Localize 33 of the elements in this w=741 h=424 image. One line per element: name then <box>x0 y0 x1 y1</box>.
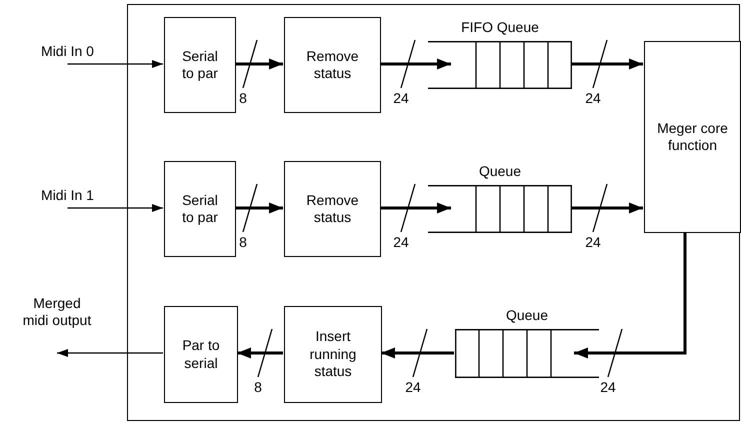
block-label: Meger core function <box>656 120 729 154</box>
bus-width-label: 24 <box>405 380 421 394</box>
process-box <box>164 161 236 257</box>
queue-label: FIFO Queue <box>461 19 539 35</box>
signal-label: Merged midi output <box>22 294 92 330</box>
queue-label: Queue <box>478 163 522 179</box>
process-box <box>644 41 741 233</box>
block-label: Serial to par <box>181 48 219 82</box>
queue-drawing <box>428 163 572 233</box>
queue-drawing <box>428 19 572 89</box>
block-label: Insert running status <box>308 328 358 381</box>
bus-width-label: 8 <box>254 380 262 394</box>
bus-width-label: 8 <box>239 235 247 249</box>
bus-width-label: 24 <box>393 91 409 105</box>
signal-label: Midi In 0 <box>41 43 94 61</box>
bus-width-label: 8 <box>239 91 247 105</box>
bus-width-label: 24 <box>585 91 601 105</box>
process-box <box>164 306 238 403</box>
block-label: Serial to par <box>181 192 219 226</box>
queue-drawing <box>455 307 599 378</box>
signal-label: Midi In 1 <box>41 187 94 205</box>
block-label: Par to serial <box>181 337 221 372</box>
process-box <box>284 306 382 403</box>
block-label: Remove status <box>305 48 360 82</box>
system-boundary-box <box>127 4 740 421</box>
bus-width-label: 24 <box>585 235 601 249</box>
process-box <box>284 17 381 113</box>
bus-width-label: 24 <box>393 235 409 249</box>
queue-label: Queue <box>506 307 548 323</box>
bus-width-label: 24 <box>600 380 616 394</box>
block-label: Remove status <box>305 192 360 226</box>
process-box <box>164 17 236 113</box>
process-box <box>284 161 381 257</box>
